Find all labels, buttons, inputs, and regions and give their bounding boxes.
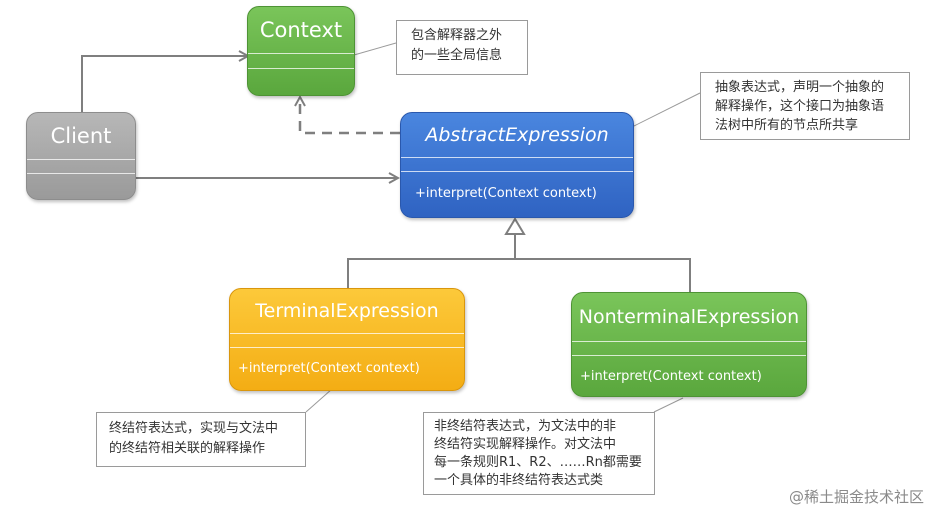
terminal-expression-name: TerminalExpression xyxy=(255,300,439,322)
context-note-line: 的一些全局信息 xyxy=(411,48,503,63)
terminal-note-connector xyxy=(305,388,333,413)
abstract-note-line: 解释操作，这个接口为抽象语 xyxy=(715,99,885,114)
abstract-expression-class: AbstractExpression +interpret(Context co… xyxy=(400,112,634,218)
generalization-lines xyxy=(347,234,691,292)
nonterminal-note-connector xyxy=(653,397,684,413)
context-note-connector xyxy=(353,42,397,56)
terminal-note: 终结符表达式，实现与文法中 的终结符相关联的解释操作 xyxy=(96,412,306,467)
nonterminal-note-line: 终结符实现解释操作。对文法中 xyxy=(434,437,617,452)
nonterminal-expression-class: NonterminalExpression +interpret(Context… xyxy=(571,292,807,397)
nonterminal-interpret-operation: +interpret(Context context) xyxy=(580,369,762,384)
terminal-expression-class: TerminalExpression +interpret(Context co… xyxy=(229,288,465,391)
abstract-note-line: 法树中所有的节点所共享 xyxy=(715,118,859,133)
nonterminal-note-line: 每一条规则R1、R2、……Rn都需要 xyxy=(434,455,642,470)
abstract-interpret-operation: +interpret(Context context) xyxy=(415,186,597,201)
terminal-note-line: 的终结符相关联的解释操作 xyxy=(109,441,266,456)
terminal-divider-2 xyxy=(230,347,464,348)
nonterminal-divider-2 xyxy=(572,355,806,356)
context-note: 包含解释器之外 的一些全局信息 xyxy=(396,20,528,75)
abstract-note: 抽象表达式，声明一个抽象的 解释操作，这个接口为抽象语 法树中所有的节点所共享 xyxy=(700,72,910,140)
terminal-interpret-operation: +interpret(Context context) xyxy=(238,361,420,376)
client-divider-2 xyxy=(27,173,135,174)
nonterminal-note: 非终结符表达式，为文法中的非 终结符实现解释操作。对文法中 每一条规则R1、R2… xyxy=(423,412,655,495)
abstract-to-context-dependency xyxy=(300,97,400,135)
nonterminal-expression-name: NonterminalExpression xyxy=(578,306,800,328)
watermark: @稀土掘金技术社区 xyxy=(788,488,924,506)
nonterminal-note-line: 非终结符表达式，为文法中的非 xyxy=(434,419,617,434)
generalization-triangle xyxy=(504,217,526,235)
context-class-name: Context xyxy=(259,18,343,42)
context-divider-2 xyxy=(248,68,354,69)
abstract-note-line: 抽象表达式，声明一个抽象的 xyxy=(715,80,885,95)
client-to-context-association xyxy=(81,56,248,112)
context-class: Context xyxy=(247,6,355,96)
abstract-expression-name: AbstractExpression xyxy=(425,124,609,146)
client-class: Client xyxy=(26,112,136,200)
abstract-divider-1 xyxy=(401,157,633,158)
nonterminal-divider-1 xyxy=(572,341,806,342)
abstract-note-connector xyxy=(633,92,701,127)
abstract-divider-2 xyxy=(401,171,633,172)
client-class-name: Client xyxy=(50,124,112,148)
context-note-line: 包含解释器之外 xyxy=(411,28,503,43)
context-divider-1 xyxy=(248,53,354,54)
terminal-note-line: 终结符表达式，实现与文法中 xyxy=(109,421,279,436)
terminal-divider-1 xyxy=(230,333,464,334)
nonterminal-note-line: 一个具体的非终结符表达式类 xyxy=(434,473,604,488)
client-divider-1 xyxy=(27,159,135,160)
